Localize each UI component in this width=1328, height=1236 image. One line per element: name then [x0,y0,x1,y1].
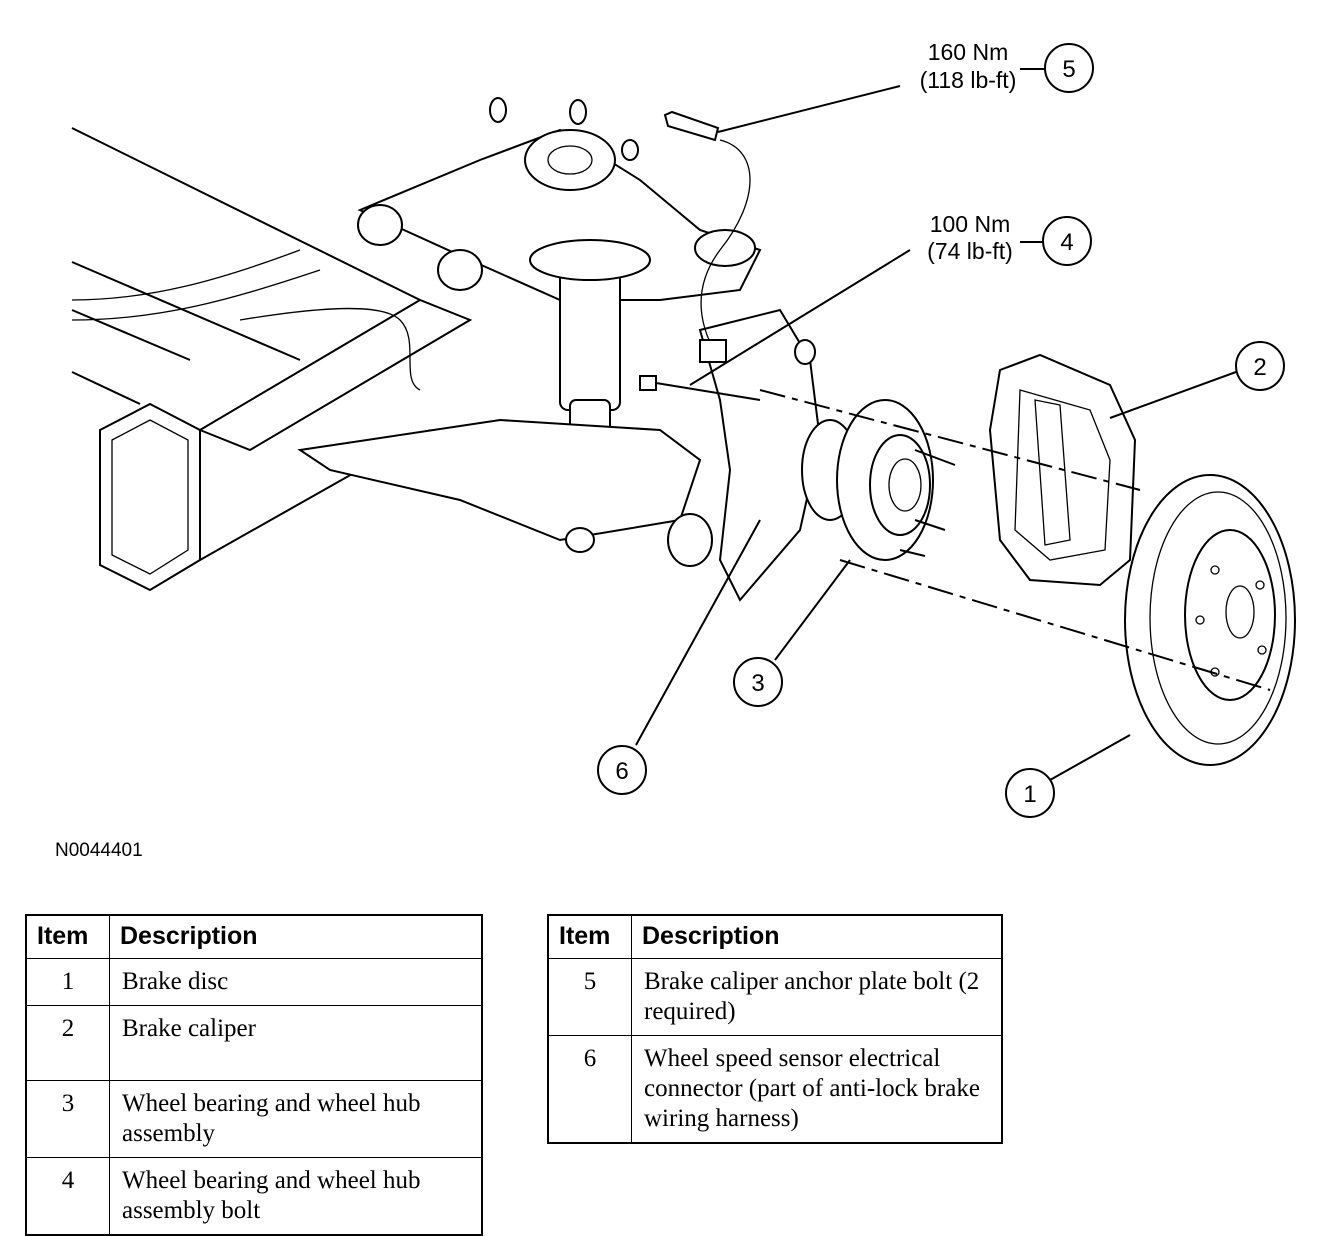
callout-1-number: 1 [1023,781,1036,808]
item-description: Brake caliper anchor plate bolt (2 requi… [631,958,1003,1036]
callout-6: 6 [597,745,647,795]
item-description: Wheel bearing and wheel hub assembly bol… [109,1157,483,1236]
torque-label-4-nm: 100 Nm [930,211,1011,237]
item-description: Brake disc [109,958,483,1006]
callout-5-number: 5 [1062,56,1075,83]
figure-id: N0044401 [55,840,143,861]
wheel-hub-assembly [801,399,956,561]
table-row: 6 Wheel speed sensor electrical connecto… [547,1035,1003,1144]
header-item: Item [25,914,110,959]
anchor-plate-bolt [663,85,901,142]
axis-line-upper [759,389,1141,491]
callout-4: 4 [1042,216,1092,266]
callout-6-number: 6 [615,758,628,785]
table-row: 1 Brake disc [25,958,483,1006]
brake-disc [1124,474,1296,766]
callout-5: 5 [1044,43,1094,93]
brake-hose-and-wiring [239,139,751,391]
item-description: Wheel bearing and wheel hub assembly [109,1080,483,1158]
item-number: 1 [25,958,110,1006]
torque-label-4-lbft: (74 lb-ft) [927,238,1013,264]
item-number: 6 [547,1035,632,1144]
knuckle [639,308,822,602]
table-row: 3 Wheel bearing and wheel hub assembly [25,1080,483,1158]
leader-lines [635,68,1237,781]
header-description: Description [631,914,1003,959]
item-number: 5 [547,958,632,1036]
item-number: 4 [25,1157,110,1236]
table-header: Item Description [547,914,1003,959]
item-description: Wheel speed sensor electrical connector … [631,1035,1003,1144]
item-number: 2 [25,1005,110,1081]
torque-label-5-nm: 160 Nm [928,39,1009,65]
item-number: 3 [25,1080,110,1158]
table-header: Item Description [25,914,483,959]
header-description: Description [109,914,483,959]
lower-control-arm [297,418,713,567]
callout-3-number: 3 [751,670,764,697]
callout-1: 1 [1005,768,1055,818]
callout-3: 3 [733,657,783,707]
header-item: Item [547,914,632,959]
legend-table-right: Item Description 5 Brake caliper anchor … [547,914,1003,1144]
axis-line-lower [839,559,1271,691]
callout-4-number: 4 [1060,229,1073,256]
torque-label-5-lbft: (118 lb-ft) [920,67,1017,93]
callout-2-number: 2 [1253,354,1266,381]
item-description: Brake caliper [109,1005,483,1081]
table-row: 4 Wheel bearing and wheel hub assembly b… [25,1157,483,1236]
frame-crossmember [71,127,473,592]
table-row: 5 Brake caliper anchor plate bolt (2 req… [547,958,1003,1036]
table-row: 2 Brake caliper [25,1005,483,1081]
legend-table-left: Item Description 1 Brake disc 2 Brake ca… [25,914,483,1236]
rear-suspension-diagram: 160 Nm (118 lb-ft) 100 Nm (74 lb-ft) 5 4… [55,39,1296,861]
callout-2: 2 [1235,341,1285,391]
upper-control-arm [357,97,762,301]
